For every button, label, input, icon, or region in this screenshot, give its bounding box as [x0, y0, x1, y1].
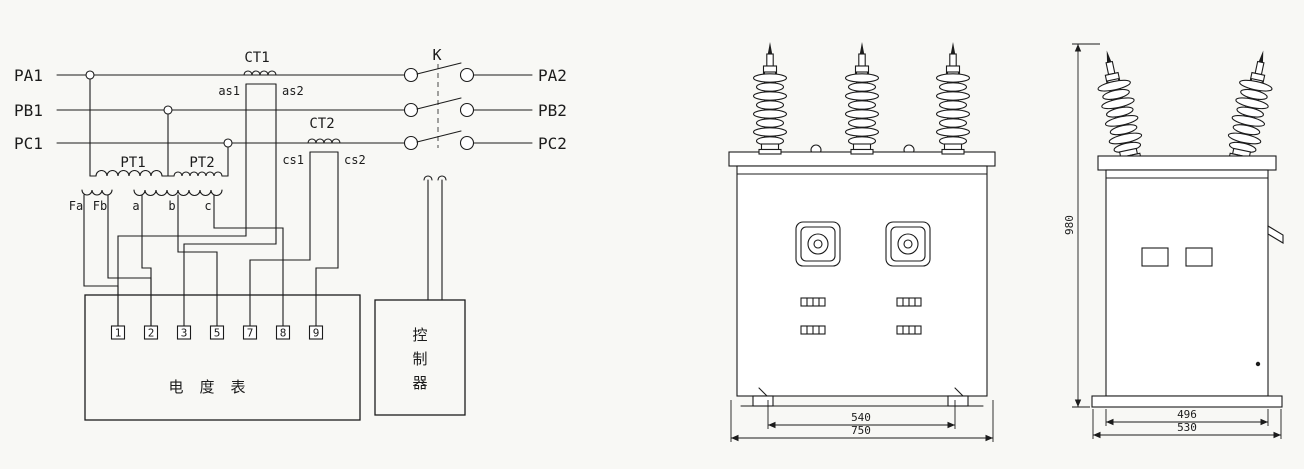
bottom-tick-right [954, 387, 964, 397]
front-dim-540: 540 [851, 411, 871, 424]
phase-label-pb2: PB2 [538, 101, 567, 120]
meter-terminal-number: 7 [247, 327, 254, 340]
switch-k-label: K [432, 46, 441, 64]
pt-tap-fa-label: Fa [69, 199, 83, 213]
wiring-schematic: PA1 PB1 PC1 CT1 as1 as2 CT2 cs1 cs2 PT1 … [14, 46, 567, 421]
meter-terminal-number: 1 [115, 327, 122, 340]
ct2-tap-cs1-label: cs1 [282, 153, 304, 167]
ct1-label: CT1 [244, 50, 269, 66]
controller-label-char2: 制 [412, 350, 427, 368]
side-dim-530: 530 [1177, 421, 1197, 434]
energy-meter-label: 电度表 [168, 378, 261, 396]
meter-terminal-number: 3 [181, 327, 188, 340]
ct2-tap-cs2-label: cs2 [344, 153, 366, 167]
side-bushing-left [1090, 46, 1147, 164]
secondary-terminal-cover-right [885, 221, 931, 267]
phase-label-pb1: PB1 [14, 101, 43, 120]
side-tank-lid [1097, 155, 1277, 171]
drain-plug [1255, 361, 1261, 367]
pt-secondary-coil-abc [133, 189, 223, 196]
ct2-coil [307, 138, 341, 144]
tap-node-c [223, 138, 233, 148]
switch-pole-b [403, 97, 533, 118]
controller-wire-hooks [423, 175, 447, 181]
foot-right [947, 395, 969, 407]
meter-terminal-strip: 1 2 3 5 7 8 9 [110, 325, 324, 340]
pt2-primary-coil [173, 171, 223, 177]
foot-left [752, 395, 774, 407]
ct1-tap-as1-label: as1 [218, 84, 240, 98]
bottom-tick-left [758, 387, 768, 397]
tap-node-a [85, 70, 95, 80]
meter-terminal-number: 2 [148, 327, 155, 340]
side-bushing-right [1223, 46, 1280, 164]
meter-terminal-number: 9 [313, 327, 320, 340]
hv-bushing-1 [752, 41, 788, 155]
side-dim-980: 980 [1063, 215, 1076, 235]
pt-secondary-coil-f [81, 189, 113, 196]
hv-bushing-2 [844, 41, 880, 155]
controller-box: 控 制 器 [374, 175, 466, 416]
tap-node-b [163, 105, 173, 115]
secondary-wiring [83, 83, 339, 335]
switch-pole-c [403, 130, 533, 151]
ct1-tap-as2-label: as2 [282, 84, 304, 98]
switch-k: K [403, 46, 533, 151]
ct2-label: CT2 [309, 116, 334, 132]
side-base [1091, 395, 1283, 408]
front-dim-750: 750 [851, 424, 871, 437]
pt1-label: PT1 [120, 155, 145, 171]
phase-label-pa1: PA1 [14, 66, 43, 85]
side-dim-496: 496 [1177, 408, 1197, 421]
side-view-drawing: 980 496 530 [1063, 43, 1284, 439]
nameplate-marks [800, 297, 922, 335]
secondary-terminal-cover-left [795, 221, 841, 267]
ct1-coil [243, 70, 277, 76]
pt-tap-c-label: c [204, 199, 211, 213]
side-bracket [1267, 225, 1284, 244]
controller-label-char3: 器 [412, 374, 427, 392]
controller-label-char1: 控 [412, 326, 427, 344]
side-dimensions: 980 496 530 [1063, 43, 1282, 439]
meter-terminal-number: 8 [280, 327, 287, 340]
phase-label-pa2: PA2 [538, 66, 567, 85]
phase-label-pc2: PC2 [538, 134, 567, 153]
side-window-left [1141, 247, 1169, 267]
meter-terminal-number: 5 [214, 327, 221, 340]
pt1-primary-coil [95, 170, 163, 177]
front-view-drawing: 540 750 [728, 41, 996, 442]
side-tank-body [1105, 169, 1269, 397]
tank-body [736, 165, 988, 397]
switch-pole-a [403, 62, 533, 83]
side-window-right [1185, 247, 1213, 267]
energy-meter-box: 1 2 3 5 7 8 9 电度表 [84, 294, 361, 421]
front-dimensions: 540 750 [730, 400, 994, 442]
phase-label-pc1: PC1 [14, 134, 43, 153]
hv-bushing-3 [935, 41, 971, 155]
pt2-label: PT2 [189, 155, 214, 171]
pt-tap-b-label: b [168, 199, 175, 213]
pt-tap-fb-label: Fb [93, 199, 107, 213]
pt-tap-a-label: a [132, 199, 139, 213]
